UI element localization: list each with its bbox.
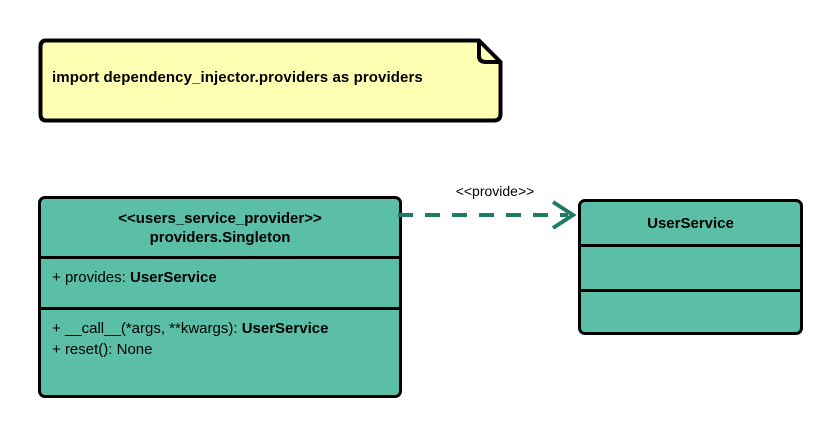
relationship-label: <<provide>>	[455, 183, 535, 199]
attribute-label: provides:	[64, 269, 130, 286]
attribute-visibility: +	[52, 269, 61, 286]
class-name: providers.Singleton	[149, 228, 291, 246]
method-label: reset(): None	[64, 341, 153, 358]
class-methods-user-service	[581, 289, 800, 332]
method-visibility: +	[52, 320, 61, 337]
class-users-service-provider[interactable]: <<users_service_provider>> providers.Sin…	[38, 196, 402, 398]
note-shape-icon	[38, 38, 503, 123]
class-attributes-user-service	[581, 244, 800, 289]
attribute-type: UserService	[129, 269, 217, 286]
attribute-row: + provides: UserService	[52, 267, 389, 288]
method-type: UserService	[241, 320, 329, 337]
import-note[interactable]: import dependency_injector.providers as …	[38, 38, 503, 123]
dashed-arrow-icon	[398, 200, 577, 230]
class-header-users-service-provider: <<users_service_provider>> providers.Sin…	[41, 199, 399, 256]
class-attributes-users-service-provider: + provides: UserService	[41, 256, 399, 307]
method-label: __call__(*args, **kwargs):	[64, 320, 242, 337]
relationship-provide[interactable]: <<provide>>	[396, 183, 586, 233]
method-row: + reset(): None	[52, 339, 389, 360]
class-name: UserService	[647, 214, 734, 232]
method-row: + __call__(*args, **kwargs): UserService	[52, 318, 389, 339]
method-visibility: +	[52, 341, 61, 358]
class-user-service[interactable]: UserService	[578, 199, 803, 335]
class-stereotype: <<users_service_provider>>	[118, 209, 322, 227]
class-header-user-service: UserService	[581, 202, 800, 244]
class-methods-users-service-provider: + __call__(*args, **kwargs): UserService…	[41, 307, 399, 395]
note-text: import dependency_injector.providers as …	[52, 69, 423, 86]
